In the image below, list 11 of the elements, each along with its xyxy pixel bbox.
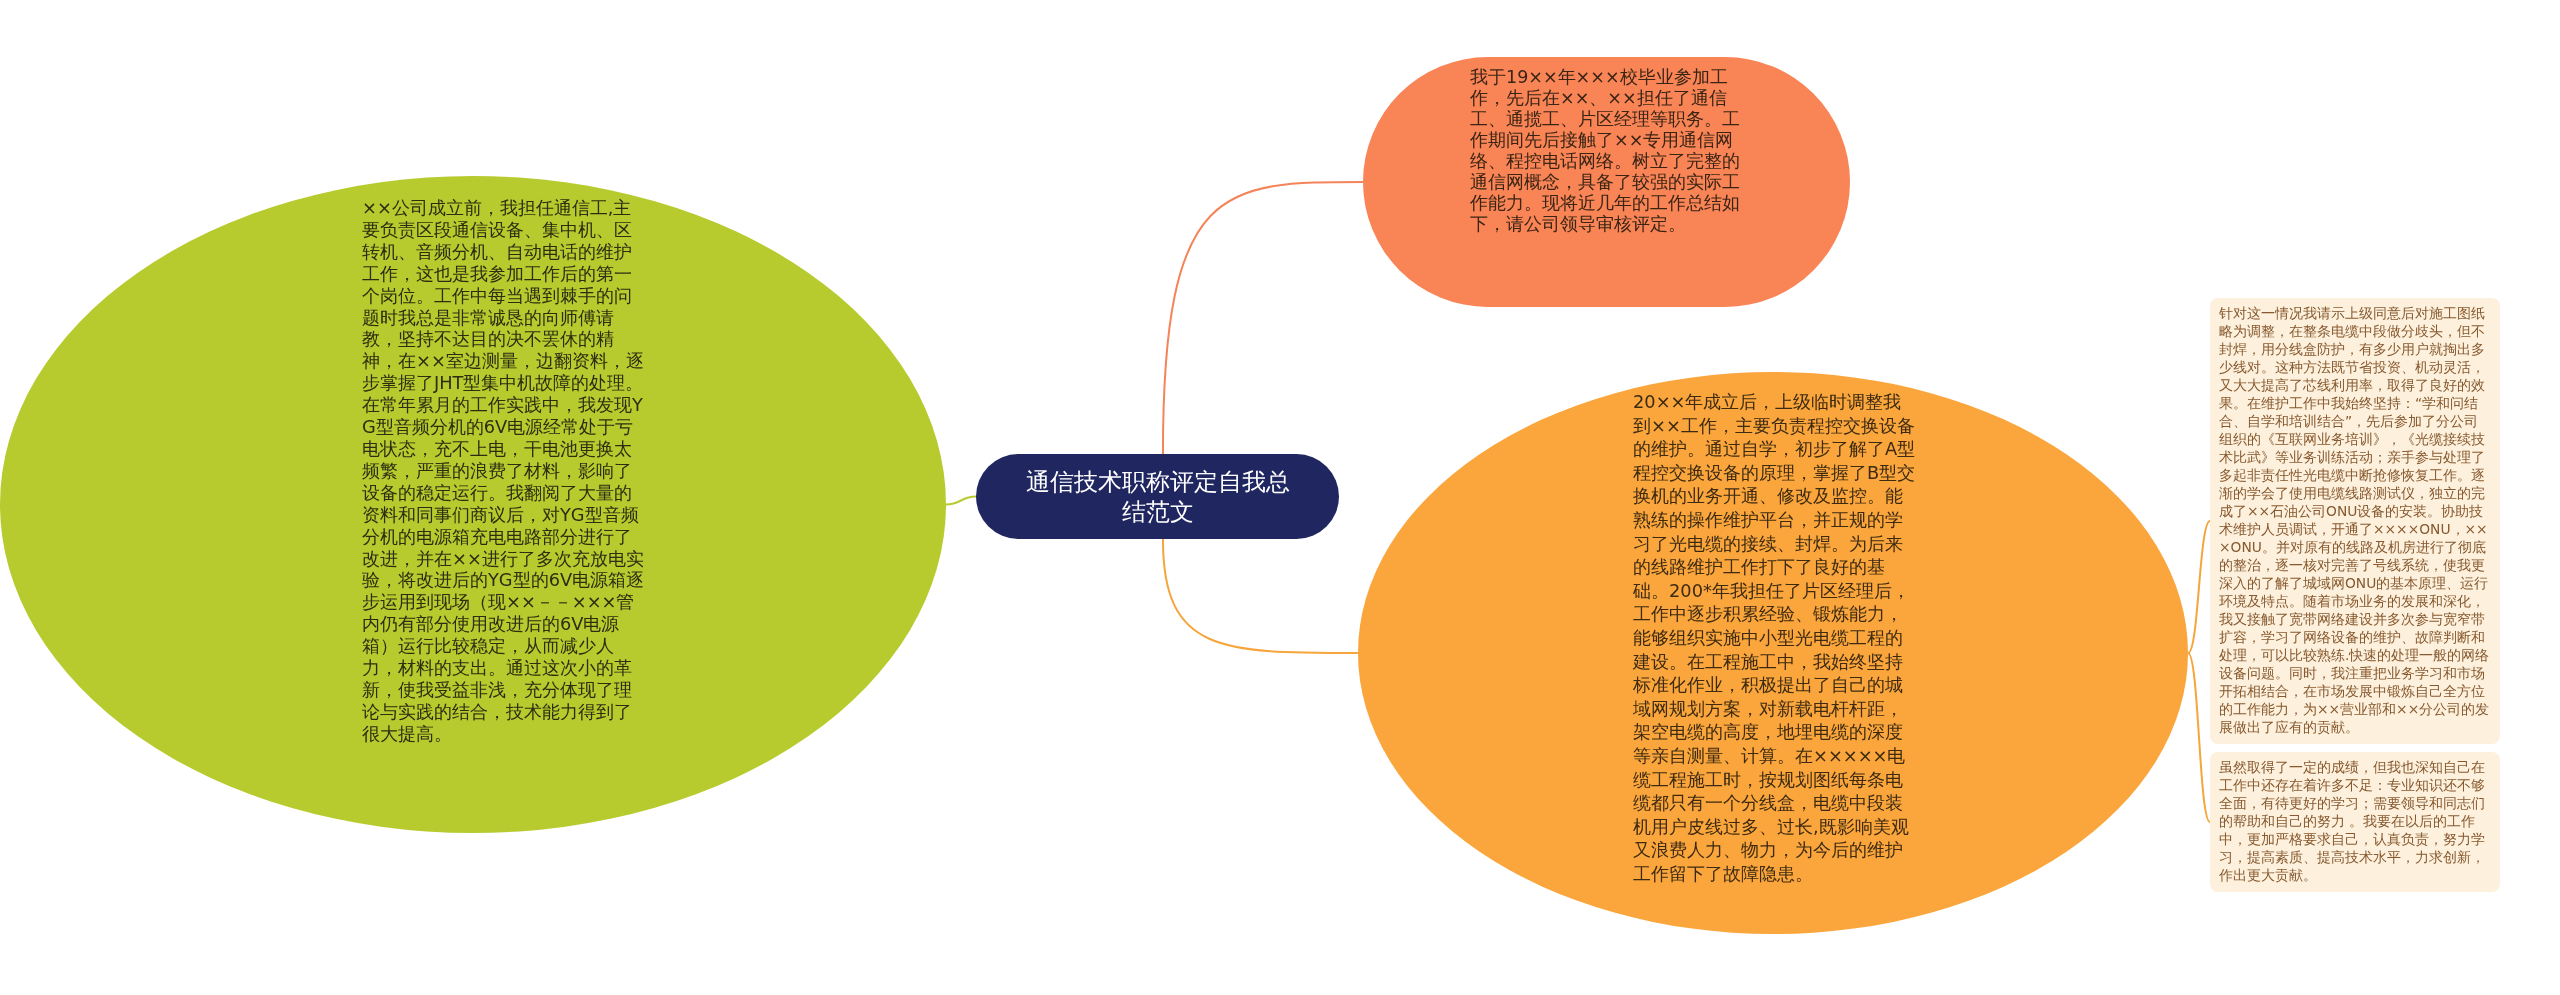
connector-line — [2187, 652, 2211, 823]
paragraph: ××公司成立前，我担任通信工,主要负责区段通信设备、集中机、区转机、音频分机、自动电话的维护工作，这也是我参加工作后的第一个岗位。工作中每当遇到棘手的问题时我总是非常诚恳的向师傅请教，坚持不达目的决不罢休的精神，在××室边测量，边翻资料，逐步掌握了JHT型集中机故障的处理。在常年累月的工作实践中，我发现YG型音频分机的6V电源经常处于亏电状态，充不上电，干电池更换太频繁，严重的浪费了材料，影响了设备的稳定运行。我翻阅了大量的资料和同事们商议后，对YG型音频分机的电源箱充电电路部分进行了改进，并在××进行了多次充放电实验，将改进后的YG型的6V电源箱逐步运用到现场（现××－－×××管内仍有部分使用改进后的6V电源箱）运行比较稳定，从而减少人力，材料的支出。通过这次小的革新，使我受益非浅，充分体现了理论与实践的结合，技术能力得到了很大提高。 — [362, 197, 646, 745]
paragraph: 我于19××年×××校毕业参加工作，先后在××、××担任了通信工、通揽工、片区经理等职务。工作期间先后接触了××专用通信网络、程控电话网络。树立了完整的通信网概念，具备了较强的实际工作能力。现将近几年的工作总结如下，请公司领导审核评定。 — [1470, 67, 1741, 235]
text-card: 虽然取得了一定的成绩，但我也深知自己在工作中还存在着许多不足：专业知识还不够全面，有待更好的学习；需要领导和同志们的帮助和自己的努力 。我要在以后的工作中，更加严格要求自己，认真负责，努力学习，提高素质、提高技术水平，力求创新，作出更大贡献。 — [2210, 752, 2500, 892]
connector-line — [945, 495, 977, 506]
connector-line — [1161, 538, 1359, 654]
paragraph: 20××年成立后，上级临时调整我到××工作，主要负责程控交换设备的维护。通过自学，初步了解了A型程控交换设备的原理，掌握了B型交换机的业务开通、修改及监控。能熟练的操作维护平台，并正规的学习了光电缆的接续、封焊。为后来的线路维护工作打下了良好的基础。200*年我担任了片区经理后，工作中逐步积累经验、锻炼能力，能够组织实施中小型光电缆工程的建设。在工程施工中，我始终坚持标准化作业，积极提出了自己的城域网规划方案，对新载电杆杆距，架空电缆的高度，地埋电缆的深度等亲自测量、计算。在×××××电缆工程施工时，按规划图纸每条电缆都只有一个分线盒，电缆中段装机用户皮线过多、过长,既影响美观又浪费人力、物力，为今后的维护工作留下了故障隐患。 — [1633, 390, 1917, 886]
connector-line — [2187, 520, 2211, 654]
text-card: 针对这一情况我请示上级同意后对施工图纸略为调整，在整条电缆中段做分歧头，但不封焊，用分线盒防护，有多少用户就掏出多少线对。这种方法既节省投资、机动灵活，又大大提高了芯线利用率，取得了良好的效果。在维护工作中我始终坚持：“学和问结合、自学和培训结合”，先后参加了分公司组织的《互联网业务培训》，《光缆接续技术比武》等业务训练活动；亲手参与处理了多起非责任性光电缆中断抢修恢复工作。逐渐的学会了使用电缆线路测试仪，独立的完成了××石油公司ONU设备的安装。协助技术维护人员调试，开通了××××ONU，×××ONU。并对原有的线路及机房进行了彻底的整治，逐一核对完善了号线系统，使我更深入的了解了城域网ONU的基本原理、运行环境及特点。随着市场业务的发展和深化，我又接触了宽带网络建设并多次参与宽窄带扩容，学习了网络设备的维护、故障判断和处理，可以比较熟练.快速的处理一般的网络设备问题。同时，我注重把业务学习和市场开拓相结合，在市场发展中锻炼自己全方位的工作能力，为××营业部和××分公司的发展做出了应有的贡献。 — [2210, 298, 2500, 744]
connector-line — [1161, 181, 1364, 455]
topic-pill: 通信技术职称评定自我总结范文 — [976, 454, 1339, 539]
